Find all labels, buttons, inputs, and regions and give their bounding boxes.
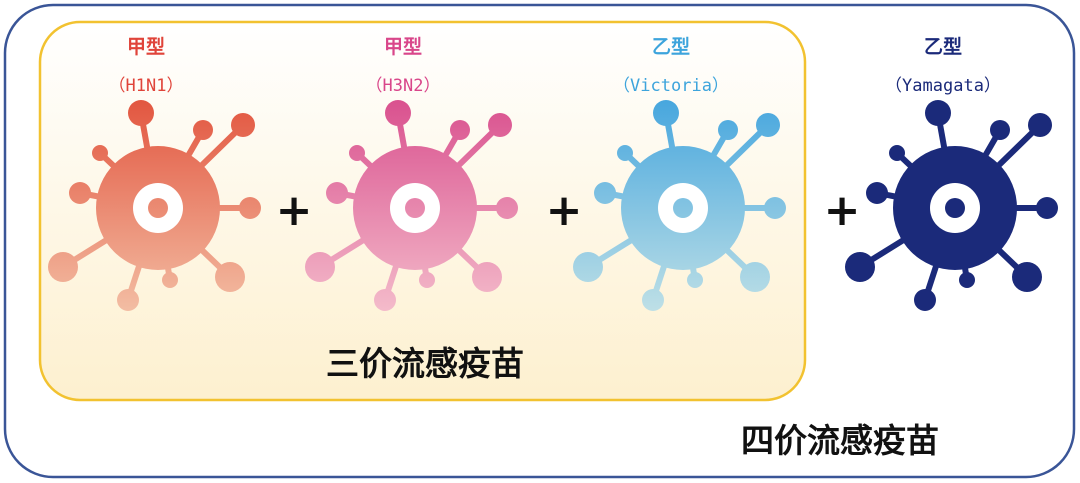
strain-type-label: 乙型 bbox=[924, 35, 962, 58]
strain-name-label: （H3N2） bbox=[366, 76, 441, 96]
strain-name-label: （H1N1） bbox=[109, 76, 184, 96]
strain-h3n2: 甲型 （H3N2） bbox=[305, 35, 518, 311]
virus-icon bbox=[845, 100, 1058, 311]
plus-sign: + bbox=[824, 185, 861, 236]
virus-icon bbox=[305, 100, 518, 311]
plus-sign: + bbox=[276, 185, 313, 236]
strain-h1n1: 甲型 （H1N1） bbox=[48, 35, 261, 311]
virus-icon bbox=[48, 100, 261, 311]
strain-yamagata: 乙型 （Yamagata） bbox=[845, 35, 1058, 311]
strain-type-label: 甲型 bbox=[384, 35, 422, 58]
virus-icon bbox=[573, 100, 786, 311]
strain-name-label: （Yamagata） bbox=[885, 76, 1001, 96]
trivalent-label: 三价流感疫苗 bbox=[326, 344, 524, 383]
plus-sign: + bbox=[546, 185, 583, 236]
quadrivalent-label: 四价流感疫苗 bbox=[741, 421, 939, 460]
strain-victoria: 乙型 （Victoria） bbox=[573, 35, 786, 311]
strain-type-label: 甲型 bbox=[127, 35, 165, 58]
strain-name-label: （Victoria） bbox=[613, 76, 729, 96]
strain-type-label: 乙型 bbox=[652, 35, 690, 58]
